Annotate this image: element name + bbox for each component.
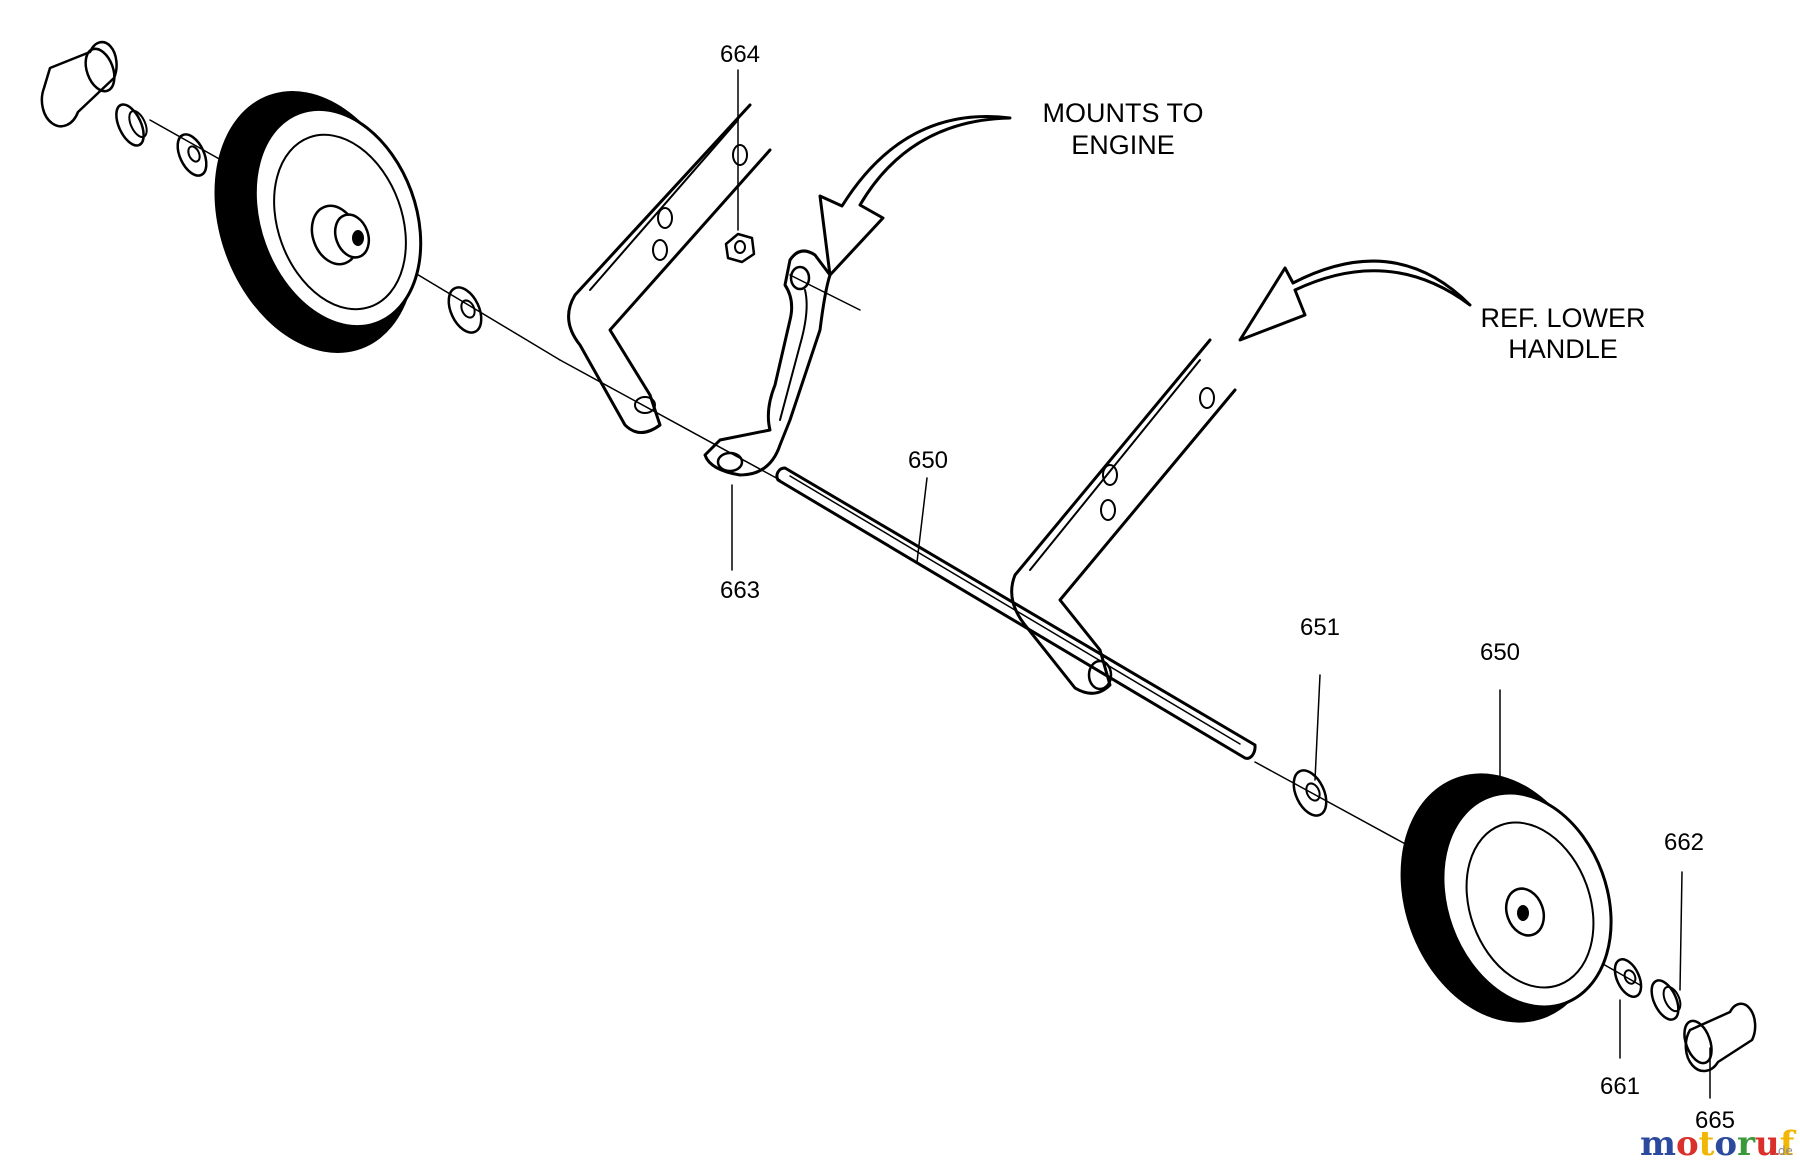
left-outer-washer — [176, 133, 208, 177]
watermark-letter: m — [1640, 1124, 1676, 1164]
right-hairpin-clip — [1650, 979, 1682, 1021]
hex-nut — [724, 232, 756, 264]
watermark-letter: f — [1780, 1124, 1797, 1164]
left-inner-washer — [447, 286, 483, 334]
note-mounts-line1: MOUNTS TO — [1042, 98, 1203, 128]
right-outer-washer — [1613, 958, 1643, 998]
watermark-letter: t — [1699, 1124, 1715, 1164]
label-662: 662 — [1664, 829, 1704, 856]
watermark-logo: motoruf .de — [1640, 1124, 1797, 1164]
label-661: 661 — [1600, 1073, 1640, 1100]
label-650-axle: 650 — [908, 447, 948, 474]
right-end-cap — [1683, 1002, 1757, 1073]
left-handle-bracket — [567, 103, 772, 434]
lower-handle — [1010, 338, 1237, 695]
note-mounts-line2: ENGINE — [1071, 130, 1175, 160]
watermark-letter: u — [1755, 1124, 1780, 1164]
label-664: 664 — [720, 41, 760, 68]
watermark-letter: o — [1714, 1124, 1737, 1164]
label-665: 665 — [1695, 1107, 1735, 1134]
right-wheel — [1400, 773, 1613, 1023]
left-hairpin-clip — [115, 103, 148, 147]
ref-lower-handle-arrow — [1238, 259, 1472, 342]
right-inner-washer — [1292, 769, 1328, 817]
left-wheel — [214, 91, 423, 353]
label-650-wheel: 650 — [1480, 639, 1520, 666]
note-ref-line2: HANDLE — [1508, 334, 1618, 364]
mounting-bracket — [703, 249, 832, 477]
mounts-arrow — [818, 115, 1012, 277]
watermark-letter: r — [1737, 1124, 1756, 1164]
label-663: 663 — [720, 577, 760, 604]
svg-text:motoruf: motoruf — [1640, 1124, 1797, 1164]
left-end-cap — [40, 40, 118, 128]
label-651: 651 — [1300, 614, 1340, 641]
leader-lines — [731, 69, 1711, 1099]
watermark-letter: o — [1676, 1124, 1699, 1164]
note-ref-line1: REF. LOWER — [1480, 303, 1645, 333]
watermark-suffix: .de — [1774, 1144, 1793, 1158]
